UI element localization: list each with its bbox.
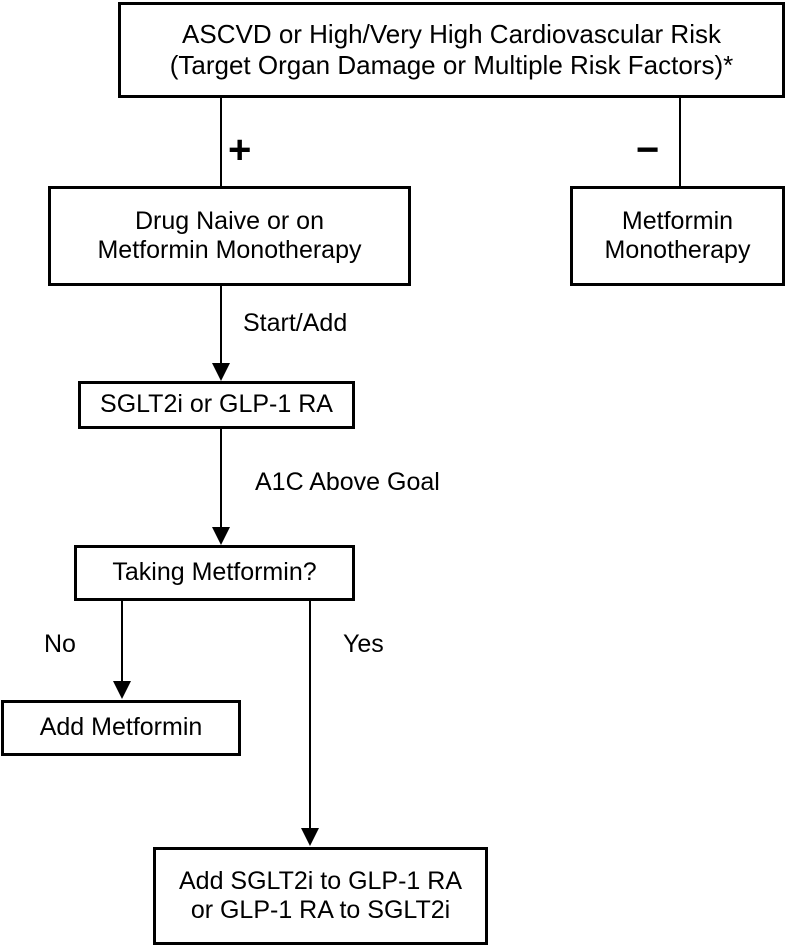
connector-yes-branch [309, 601, 311, 830]
edge-label-a1c-above-goal: A1C Above Goal [255, 468, 440, 496]
edge-label-start-add: Start/Add [243, 309, 348, 337]
node-drug-naive-or-metformin-monotherapy: Drug Naive or on Metformin Monotherapy [48, 186, 411, 286]
edge-label-no: No [44, 630, 76, 658]
node-taking-metformin-question: Taking Metformin? [74, 545, 355, 601]
connector-no-branch [121, 601, 123, 683]
edge-label-minus: − [636, 128, 660, 172]
connector-risk-to-naive [220, 98, 222, 186]
edge-label-yes: Yes [343, 630, 384, 658]
arrowhead-naive-to-sglt2i-icon [212, 363, 230, 381]
node-add-metformin-label: Add Metformin [39, 713, 203, 742]
arrowhead-no-branch-icon [113, 681, 131, 699]
node-cardiovascular-risk-label: ASCVD or High/Very High Cardiovascular R… [169, 19, 734, 80]
node-metformin-monotherapy-label: Metformin Monotherapy [604, 206, 751, 265]
node-cardiovascular-risk: ASCVD or High/Very High Cardiovascular R… [118, 2, 785, 98]
arrowhead-yes-branch-icon [301, 828, 319, 846]
connector-risk-to-metformin-mono [679, 98, 681, 186]
node-add-combination-therapy-label: Add SGLT2i to GLP-1 RA or GLP-1 RA to SG… [179, 866, 462, 925]
node-taking-metformin-label: Taking Metformin? [112, 558, 317, 587]
node-metformin-monotherapy: Metformin Monotherapy [570, 186, 785, 286]
node-add-metformin: Add Metformin [1, 700, 241, 756]
edge-label-plus: + [228, 128, 252, 172]
connector-naive-to-sglt2i [220, 286, 222, 365]
node-sglt2i-or-glp1-ra: SGLT2i or GLP-1 RA [78, 381, 355, 429]
node-add-combination-therapy: Add SGLT2i to GLP-1 RA or GLP-1 RA to SG… [153, 847, 488, 945]
node-sglt2i-or-glp1-ra-label: SGLT2i or GLP-1 RA [100, 390, 333, 419]
arrowhead-sglt2i-to-taking-metformin-icon [212, 527, 230, 545]
connector-sglt2i-to-taking-metformin [220, 429, 222, 529]
node-drug-naive-label: Drug Naive or on Metformin Monotherapy [97, 206, 362, 265]
